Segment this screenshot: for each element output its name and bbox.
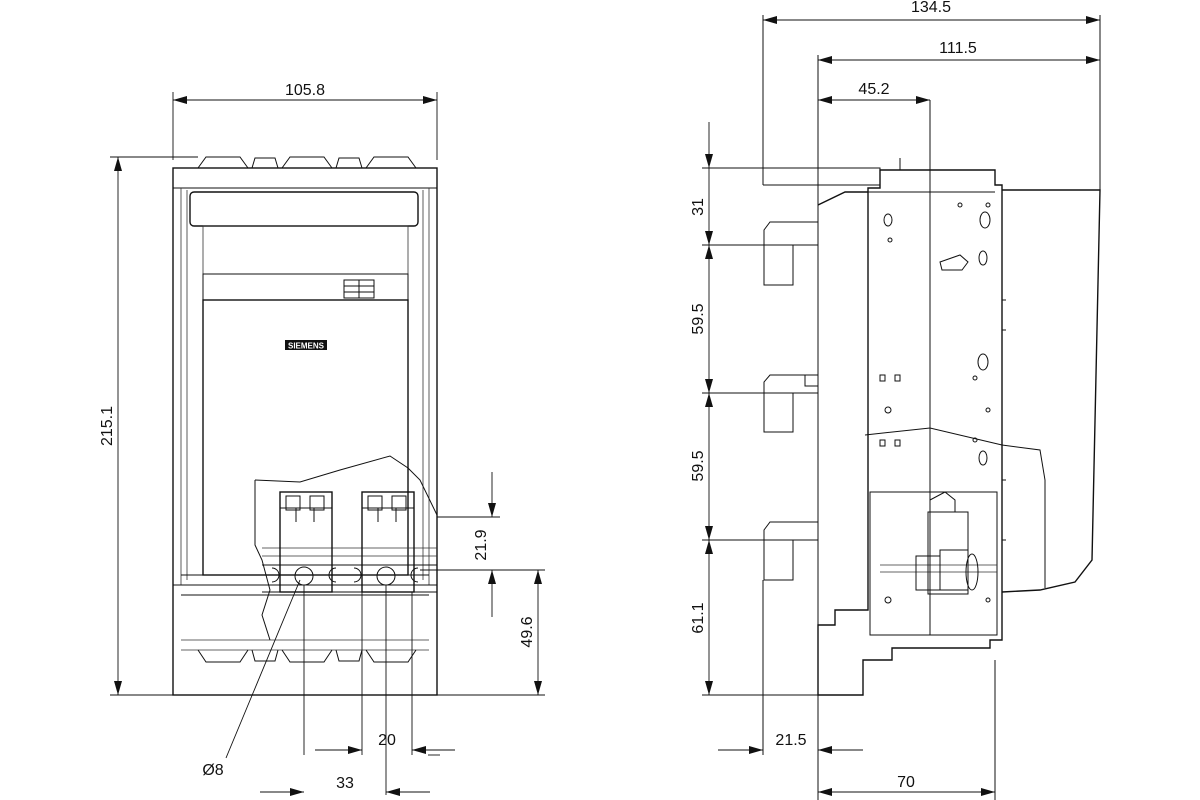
cutaway-break-line — [254, 455, 438, 516]
dim-top-clearance-label: 31 — [690, 198, 707, 216]
dim-phase-spacing-1: 59.5 — [690, 245, 713, 393]
dim-terminal-span: 33 — [260, 775, 430, 796]
side-view: 134.5 111.5 45.2 31 59.5 59.5 — [690, 0, 1101, 800]
mechanism-block — [869, 491, 998, 636]
dim-front-width: 105.8 — [172, 82, 438, 160]
dim-hole-diameter: Ø8 — [202, 579, 301, 779]
brand-logo-text: SIEMENS — [288, 342, 325, 351]
dim-handle-offset-label: 45.2 — [858, 81, 889, 98]
dim-terminal-height: 21.9 — [420, 472, 545, 617]
dim-bottom-clearance: 61.1 — [690, 540, 713, 695]
dim-terminal-pitch: 20 — [315, 732, 455, 756]
dim-body-depth: 111.5 — [818, 40, 1100, 64]
terminal-left-hole — [294, 566, 314, 586]
dim-terminal-span-label: 33 — [336, 775, 354, 792]
dim-rail-offset: 21.5 — [718, 732, 863, 754]
contact-blade-middle — [763, 374, 818, 433]
dim-base-depth-label: 70 — [897, 774, 915, 791]
rating-label — [343, 279, 375, 299]
terminal-right — [353, 491, 419, 593]
terminal-left — [271, 491, 337, 593]
dim-front-width-label: 105.8 — [285, 82, 325, 99]
dim-terminal-offset-label: 49.6 — [519, 616, 536, 647]
dim-rail-offset-label: 21.5 — [775, 732, 806, 749]
brand-logo: SIEMENS — [285, 340, 327, 351]
dim-handle-offset: 45.2 — [818, 81, 930, 104]
bottom-connector-teeth — [197, 649, 417, 663]
dim-terminal-height-label: 21.9 — [473, 529, 490, 560]
contact-blade-top — [762, 167, 881, 286]
dim-terminal-offset: 49.6 — [437, 570, 545, 696]
dim-phase-spacing-1-label: 59.5 — [690, 303, 707, 334]
dim-body-depth-label: 111.5 — [939, 40, 977, 57]
dim-phase-spacing-2-label: 59.5 — [690, 450, 707, 481]
terminal-right-hole — [376, 566, 396, 586]
dim-terminal-pitch-label: 20 — [378, 732, 396, 749]
dim-bottom-clearance-label: 61.1 — [690, 602, 707, 633]
front-body-outline — [172, 167, 438, 696]
side-plate-details — [879, 202, 991, 604]
dim-top-clearance: 31 — [690, 122, 713, 245]
dim-base-depth: 70 — [818, 774, 995, 796]
dim-phase-spacing-2: 59.5 — [690, 393, 713, 540]
handle-profile — [1001, 189, 1101, 593]
dim-overall-depth: 134.5 — [763, 0, 1100, 24]
front-view: SIEMENS — [99, 82, 545, 796]
dim-front-height-label: 215.1 — [99, 406, 116, 446]
dim-overall-depth-label: 134.5 — [911, 0, 951, 16]
base-body-profile — [817, 169, 1003, 696]
top-connector-teeth — [173, 156, 437, 189]
dim-front-height: 215.1 — [99, 156, 198, 696]
contact-blade-bottom — [763, 521, 818, 581]
dim-hole-diameter-label: Ø8 — [202, 762, 223, 779]
handle-band — [189, 191, 419, 227]
